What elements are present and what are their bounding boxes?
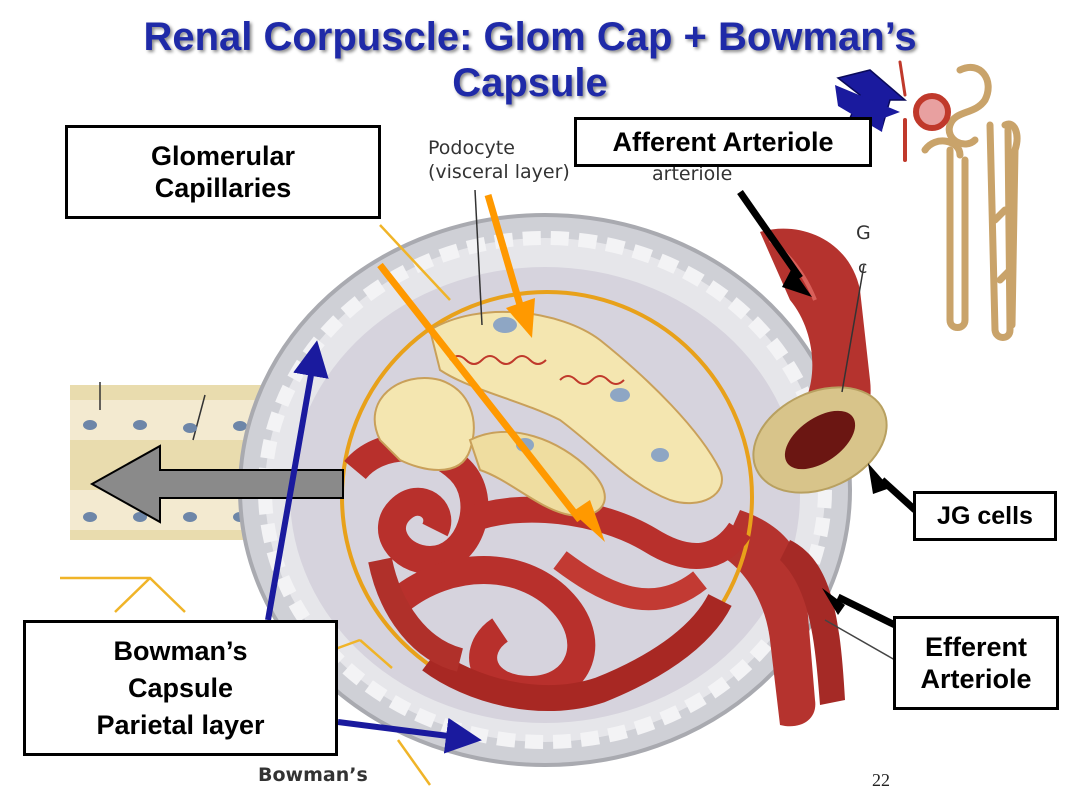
podocyte-line-1: Podocyte [428, 137, 515, 159]
black-arrowhead-1 [782, 268, 812, 297]
glomerular-capillaries-label: Glomerular Capillaries [65, 125, 381, 219]
slide-title: Renal Corpuscle: Glom Cap + Bowman’s Cap… [60, 14, 1000, 106]
jg-cells-ring [752, 264, 888, 494]
efferent-arteriole-label: Efferent Arteriole [893, 616, 1059, 710]
podocytes [373, 189, 723, 517]
orange-arrowhead-2 [506, 298, 535, 338]
page-number: 22 [872, 770, 890, 790]
title-line-1: Renal Corpuscle: Glom Cap + Bowman’s [143, 15, 917, 59]
black-arrowhead-2 [868, 463, 890, 494]
bowman-line-3: Parietal layer [96, 709, 265, 740]
navy-arrows [265, 340, 482, 754]
efferent-line-2: Arteriole [920, 664, 1032, 694]
jg-cells-label: JG cells [913, 491, 1057, 541]
podocyte-image-label: Podocyte (visceral layer) [428, 136, 570, 184]
black-arrows [737, 189, 918, 629]
bowmans-bottom-label: Bowman’s [258, 764, 368, 786]
c-partial-label: c [858, 258, 868, 278]
blue-pointer-arrow-shadow [835, 85, 900, 132]
bowman-line-1: Bowman’s [113, 635, 248, 666]
black-arrowhead-3 [822, 588, 845, 615]
glomerular-line-2: Capillaries [154, 173, 292, 203]
title-line-2: Capsule [452, 61, 608, 105]
afferent-arteriole-label: Afferent Arteriole [574, 117, 872, 167]
orange-arrowhead-1 [572, 500, 605, 542]
nephron-thumbnail [898, 60, 1021, 341]
glomerular-capillaries [344, 433, 751, 712]
glomerular-line-1: Glomerular [150, 141, 296, 171]
bowman-line-2: Capsule [127, 672, 234, 703]
g-partial-label: G [856, 222, 871, 244]
efferent-arteriole [720, 510, 896, 727]
podocyte-line-2: (visceral layer) [428, 161, 570, 183]
efferent-line-1: Efferent [924, 632, 1027, 662]
bowmans-capsule-label: Bowman’s Capsule Parietal layer [23, 620, 338, 756]
arteriole-image-label: arteriole [652, 163, 733, 185]
filtrate-flow-arrow [89, 444, 344, 524]
orange-arrows [377, 194, 583, 523]
